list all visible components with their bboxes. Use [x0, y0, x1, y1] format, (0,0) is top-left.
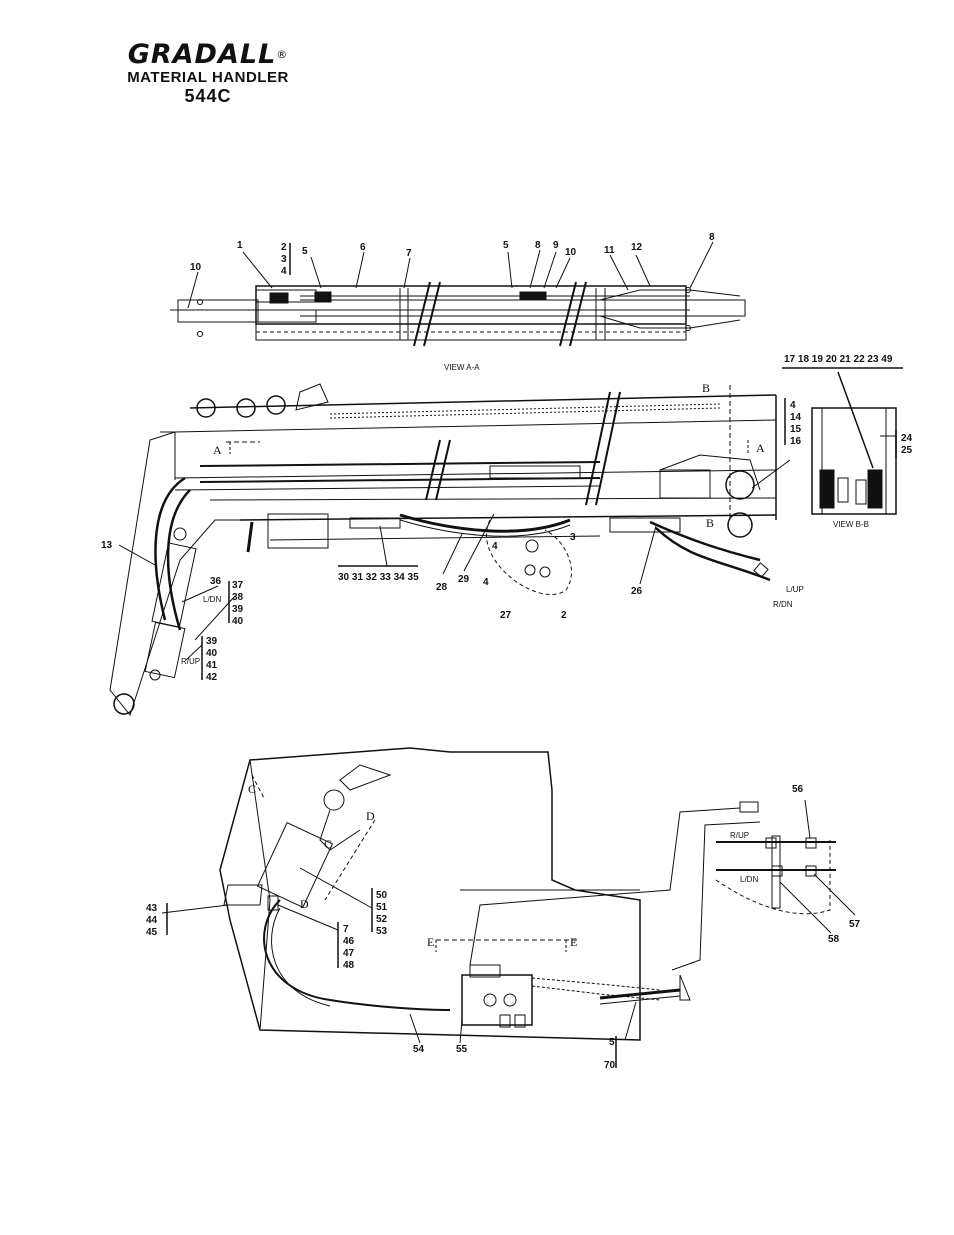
callout-38: 38 [232, 592, 244, 603]
callout-12: 12 [631, 242, 643, 253]
callout-40: 40 [232, 616, 244, 627]
callout-group-30-35: 30 31 32 33 34 35 [338, 572, 419, 583]
callout-13: 13 [101, 540, 113, 551]
callout-58: 58 [828, 934, 840, 945]
callout-56: 56 [792, 784, 804, 795]
section-marker-c-bottom: C [324, 837, 332, 851]
section-marker-e-left: E [427, 935, 434, 949]
callout-52: 52 [376, 914, 388, 925]
callout-4b: 4 [790, 400, 796, 411]
callout-2b: 2 [561, 610, 567, 621]
callout-9: 9 [553, 240, 559, 251]
section-marker-a-right: A [756, 441, 765, 455]
callout-48: 48 [343, 960, 355, 971]
callout-11: 11 [604, 245, 615, 256]
callout-6: 6 [360, 242, 366, 253]
section-marker-d-bottom: D [300, 897, 309, 911]
callout-39: 39 [232, 604, 244, 615]
callout-10: 10 [565, 247, 577, 258]
hose-label-r-up: R/UP [181, 657, 200, 666]
callout-54: 54 [413, 1044, 425, 1055]
callout-55: 55 [456, 1044, 468, 1055]
callout-1: 1 [237, 240, 243, 251]
callout-29: 29 [458, 574, 470, 585]
callout-43: 43 [146, 903, 158, 914]
callout-5: 5 [302, 246, 308, 257]
callout-24: 24 [901, 433, 913, 444]
section-marker-b-bottom: B [706, 516, 714, 530]
hose-label-l-dn: L/DN [203, 595, 221, 604]
callout-4c: 4 [492, 541, 498, 552]
section-marker-e-right: E [570, 935, 577, 949]
callout-15: 15 [790, 424, 802, 435]
callout-53: 53 [376, 926, 388, 937]
view-aa-label: VIEW A-A [444, 363, 480, 372]
callout-39b: 39 [206, 636, 218, 647]
callout-4: 4 [281, 266, 287, 277]
callout-45: 45 [146, 927, 158, 938]
callout-28: 28 [436, 582, 448, 593]
callout-50: 50 [376, 890, 388, 901]
section-marker-b-top: B [702, 381, 710, 395]
callout-3b: 3 [570, 532, 576, 543]
callout-37: 37 [232, 580, 244, 591]
callout-5c: 5 [609, 1037, 615, 1048]
callout-5b: 5 [503, 240, 509, 251]
section-marker-d-top: D [366, 809, 375, 823]
hose-label-r-up-2: R/UP [730, 831, 749, 840]
view-bb-label: VIEW B-B [833, 520, 869, 529]
callout-46: 46 [343, 936, 355, 947]
callout-40b: 40 [206, 648, 218, 659]
callout-47: 47 [343, 948, 355, 959]
hose-label-r-dn: R/DN [773, 600, 793, 609]
callout-27: 27 [500, 610, 512, 621]
callout-14: 14 [790, 412, 802, 423]
callout-42: 42 [206, 672, 218, 683]
callout-7b: 7 [343, 924, 349, 935]
callout-41: 41 [206, 660, 218, 671]
view-aa-drawing [170, 282, 745, 346]
callout-8b: 8 [709, 232, 715, 243]
callout-36: 36 [210, 576, 222, 587]
callout-16: 16 [790, 436, 802, 447]
section-marker-c-top: C [248, 782, 256, 796]
callout-3: 3 [281, 254, 287, 265]
callout-7: 7 [406, 248, 412, 259]
callout-26: 26 [631, 586, 643, 597]
view-bb-drawing [812, 372, 896, 514]
cab-control-view [220, 748, 836, 1040]
callout-25: 25 [901, 445, 913, 456]
callout-10b: 10 [190, 262, 202, 273]
callout-70: 70 [604, 1060, 616, 1071]
callout-2: 2 [281, 242, 287, 253]
hose-label-l-dn-2: L/DN [740, 875, 758, 884]
callout-8: 8 [535, 240, 541, 251]
hose-label-l-up: L/UP [786, 585, 804, 594]
callout-44: 44 [146, 915, 158, 926]
callout-4d: 4 [483, 577, 489, 588]
callout-57: 57 [849, 919, 861, 930]
callout-51: 51 [376, 902, 388, 913]
callout-group-17-49: 17 18 19 20 21 22 23 49 [784, 354, 893, 365]
section-marker-a-left: A [213, 443, 222, 457]
